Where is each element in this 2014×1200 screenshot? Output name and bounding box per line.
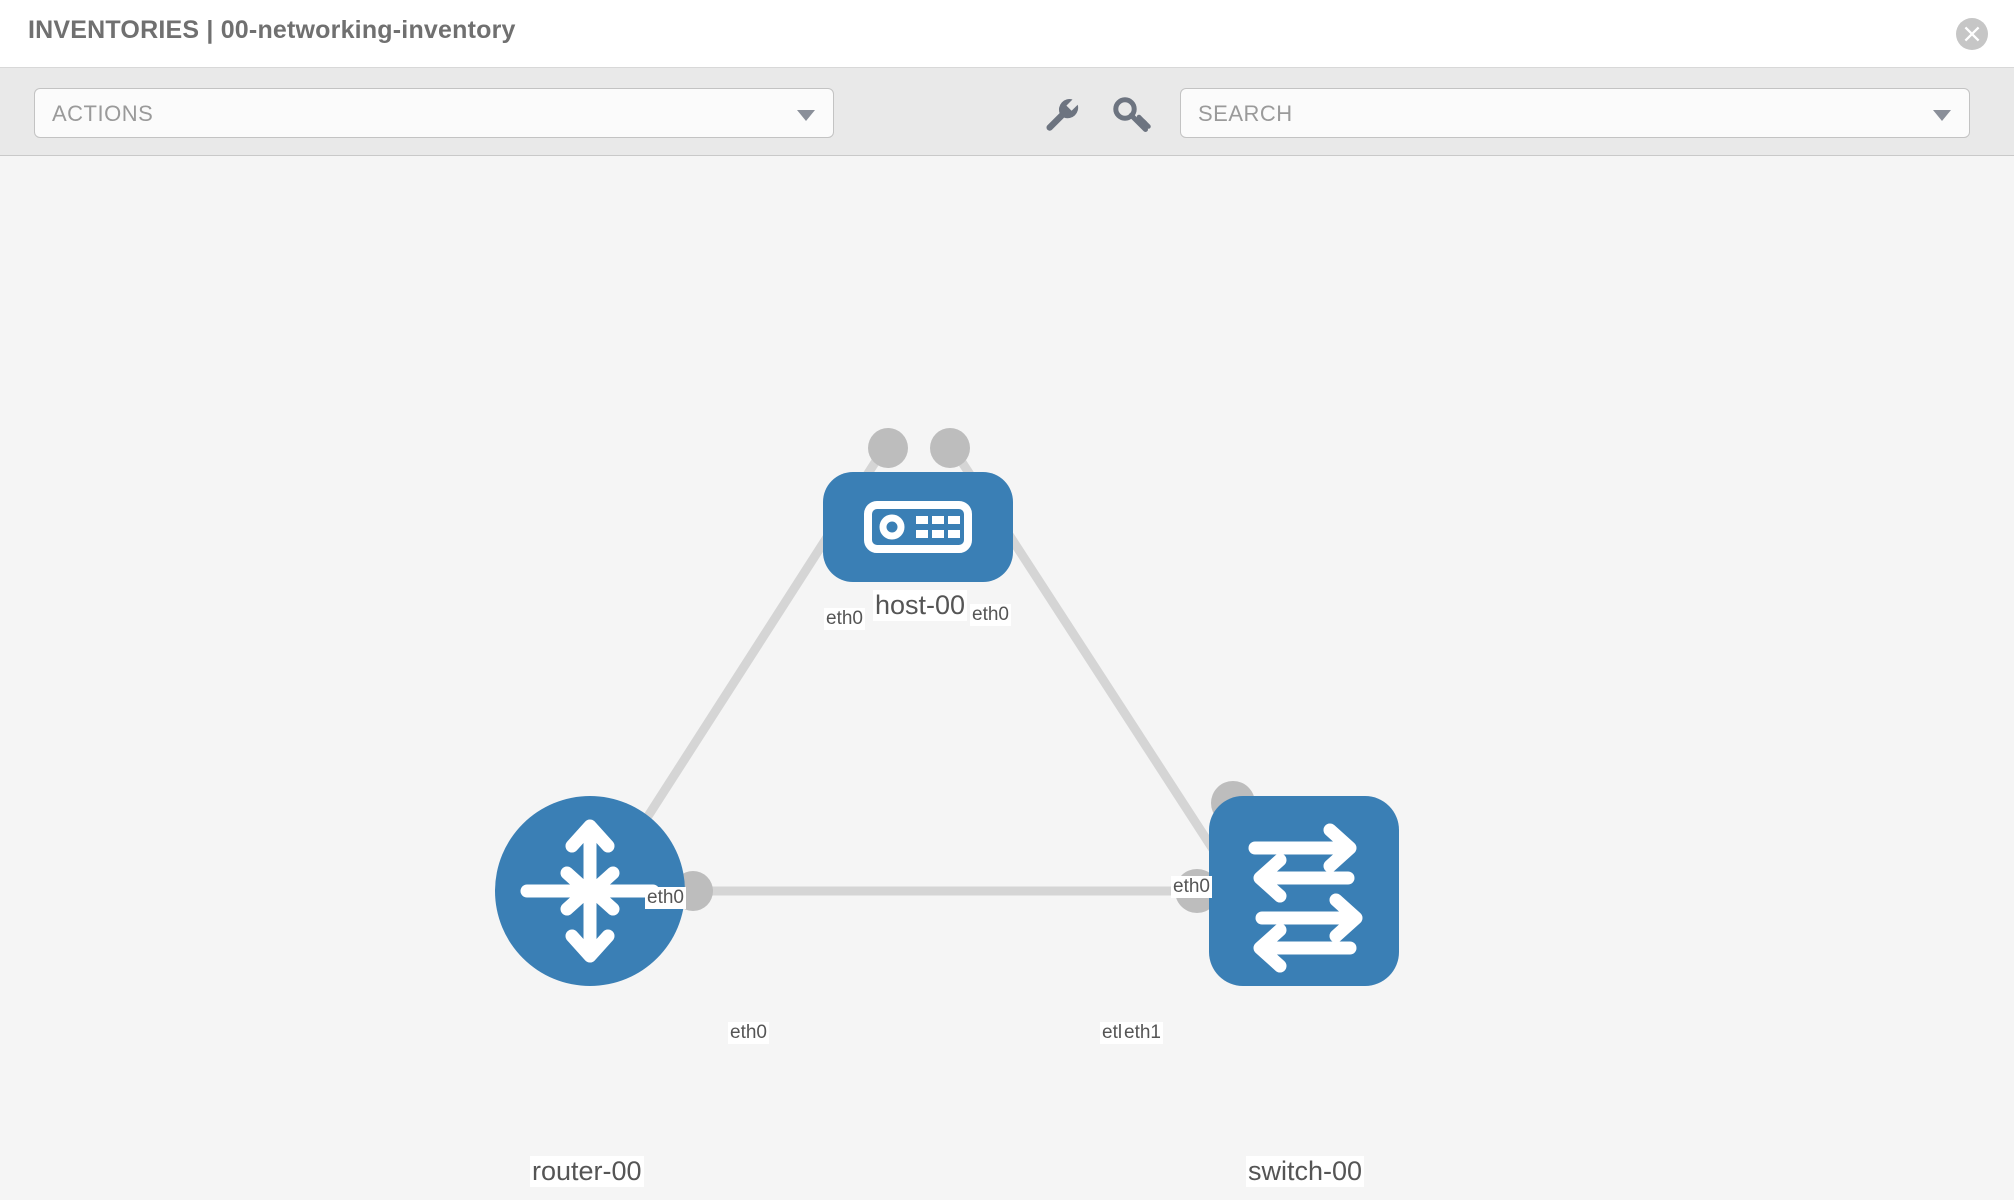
switch-icon [1248,823,1363,973]
server-icon [864,501,972,553]
wrench-icon[interactable] [1042,96,1082,134]
edge-label-switch00-overlapped: etl [1100,1022,1125,1044]
actions-dropdown-label: ACTIONS [52,101,154,126]
connector-host00-left [868,428,908,468]
node-label-host-00: host-00 [873,590,968,621]
search-input[interactable]: SEARCH [1180,88,1970,138]
node-label-router-00: router-00 [530,1156,644,1187]
chevron-down-icon[interactable] [1933,110,1951,121]
edge-label-switch00-upper: eth0 [1171,876,1212,898]
key-icon[interactable] [1112,96,1152,134]
node-router-00 [495,796,685,986]
node-host-00 [823,472,1013,582]
edge-label-router00-eth0: eth0 [728,1022,769,1044]
toolbar: ACTIONS SEARCH [0,68,2014,156]
edge-label-host00-right: eth0 [970,604,1011,626]
edge-label-router00-upper: eth0 [645,887,686,909]
chevron-down-icon [797,110,815,121]
actions-dropdown[interactable]: ACTIONS [34,88,834,138]
node-switch-00 [1209,796,1399,986]
router-icon [520,819,660,963]
topology-graph [495,428,1399,986]
edge-label-host00-left: eth0 [824,608,865,630]
node-label-switch-00: switch-00 [1246,1156,1365,1187]
search-placeholder: SEARCH [1198,101,1293,126]
page-header: INVENTORIES | 00-networking-inventory [0,0,2014,68]
close-icon[interactable] [1956,18,1988,50]
topology-canvas[interactable]: host-00 router-00 switch-00 eth0 eth0 et… [0,156,2014,1200]
connector-host00-right [930,428,970,468]
page-title: INVENTORIES | 00-networking-inventory [28,16,516,44]
edge-label-switch00-eth1: eth1 [1122,1022,1163,1044]
